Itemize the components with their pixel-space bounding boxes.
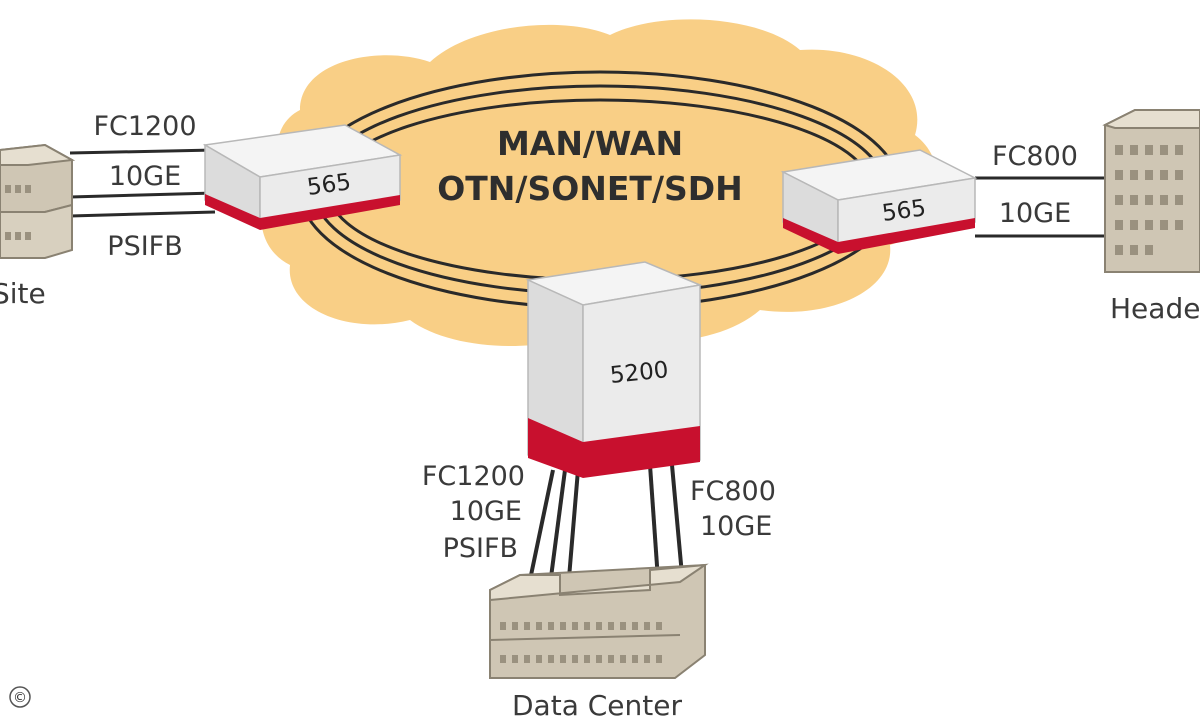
data-center-building [489,563,709,679]
center-node-label: 5200 [609,357,670,389]
cloud-title-line1: MAN/WAN [497,124,683,163]
man-wan-cloud [261,19,938,347]
right-site-label: Heade [1110,292,1200,325]
left-565-device [202,124,403,230]
bottom-left-link-label-1: FC1200 [422,461,525,492]
data-center-label: Data Center [512,689,682,720]
bottom-right-link-label-2: 10GE [700,511,772,542]
right-site-building [1102,109,1200,273]
right-link-label-2: 10GE [999,198,1071,229]
cloud-title-line2: OTN/SONET/SDH [437,169,743,208]
left-site-building [0,143,76,259]
bottom-right-link-label-1: FC800 [690,476,776,507]
left-link-label-1: FC1200 [93,111,196,142]
right-node-label: 565 [880,195,927,227]
left-link-label-2: 10GE [109,161,181,192]
right-565-device [780,149,978,254]
right-links [975,176,1110,238]
copyright-circle [9,686,31,708]
left-node-label: 565 [305,169,352,201]
bottom-left-link-label-2: 10GE [450,496,522,527]
right-link-label-1: FC800 [992,141,1078,172]
copyright-icon: © [13,690,27,706]
left-links [69,148,216,218]
bottom-left-link-label-3: PSIFB [443,533,518,564]
left-link-label-3: PSIFB [107,231,182,262]
left-site-label: Site [0,277,46,310]
bottom-links [528,464,684,591]
center-5200-device [525,261,703,478]
